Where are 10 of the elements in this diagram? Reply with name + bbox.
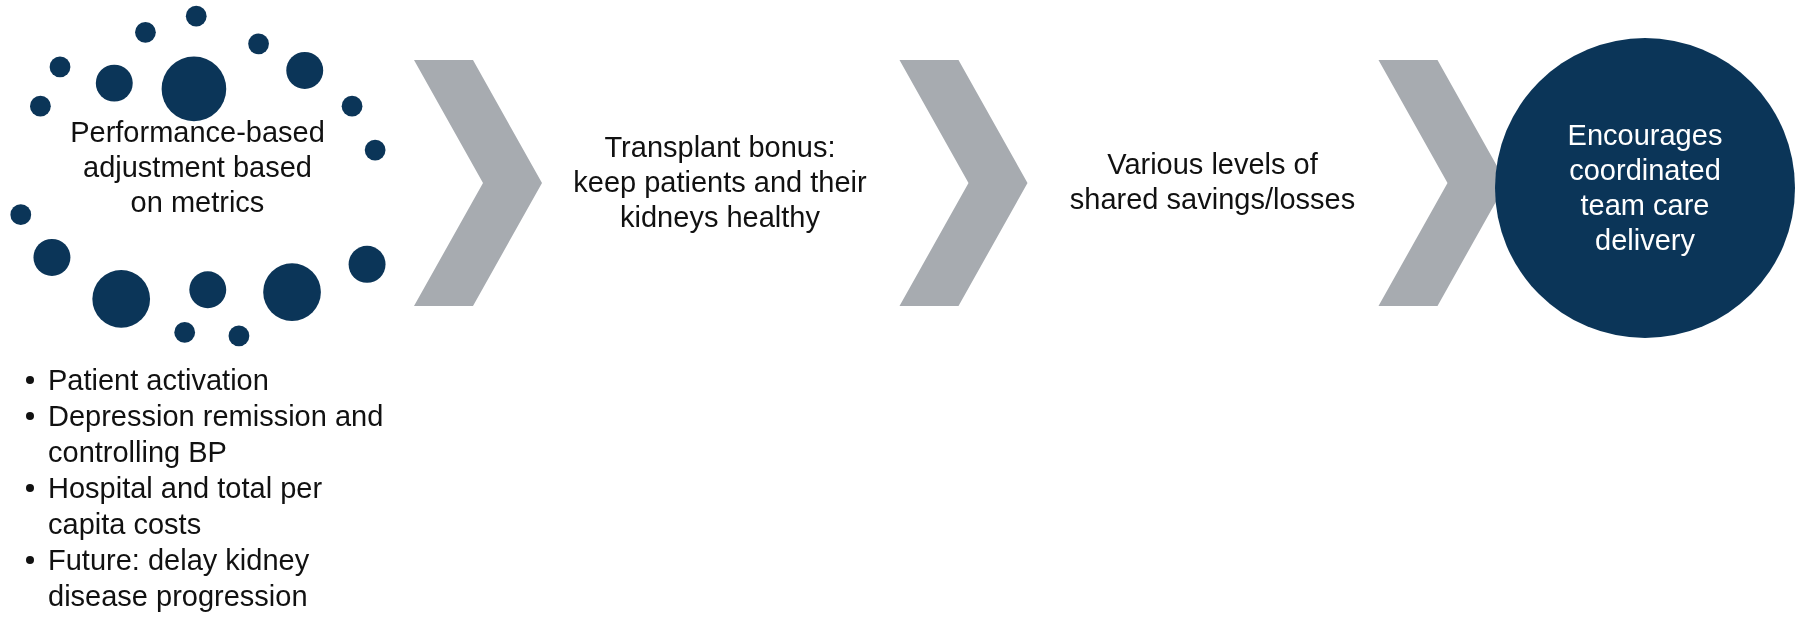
step-text: Performance-based adjustment based on metrics — [70, 115, 325, 220]
metric-item: Future: delay kidney disease progression — [48, 544, 310, 612]
chevron-arrow — [414, 60, 542, 306]
metric-item: Depression remission and controlling BP — [48, 400, 384, 468]
step-text: Various levels of shared savings/losses — [1068, 147, 1357, 217]
metric-item: Hospital and total per capita costs — [48, 472, 323, 540]
chevron-arrow — [899, 60, 1028, 306]
metric-item: Patient activation — [48, 364, 269, 396]
goal-text: Encourages coordinated team care delivery — [1566, 118, 1724, 258]
step-text: Transplant bonus: keep patients and their kidneys healthy — [572, 129, 868, 235]
